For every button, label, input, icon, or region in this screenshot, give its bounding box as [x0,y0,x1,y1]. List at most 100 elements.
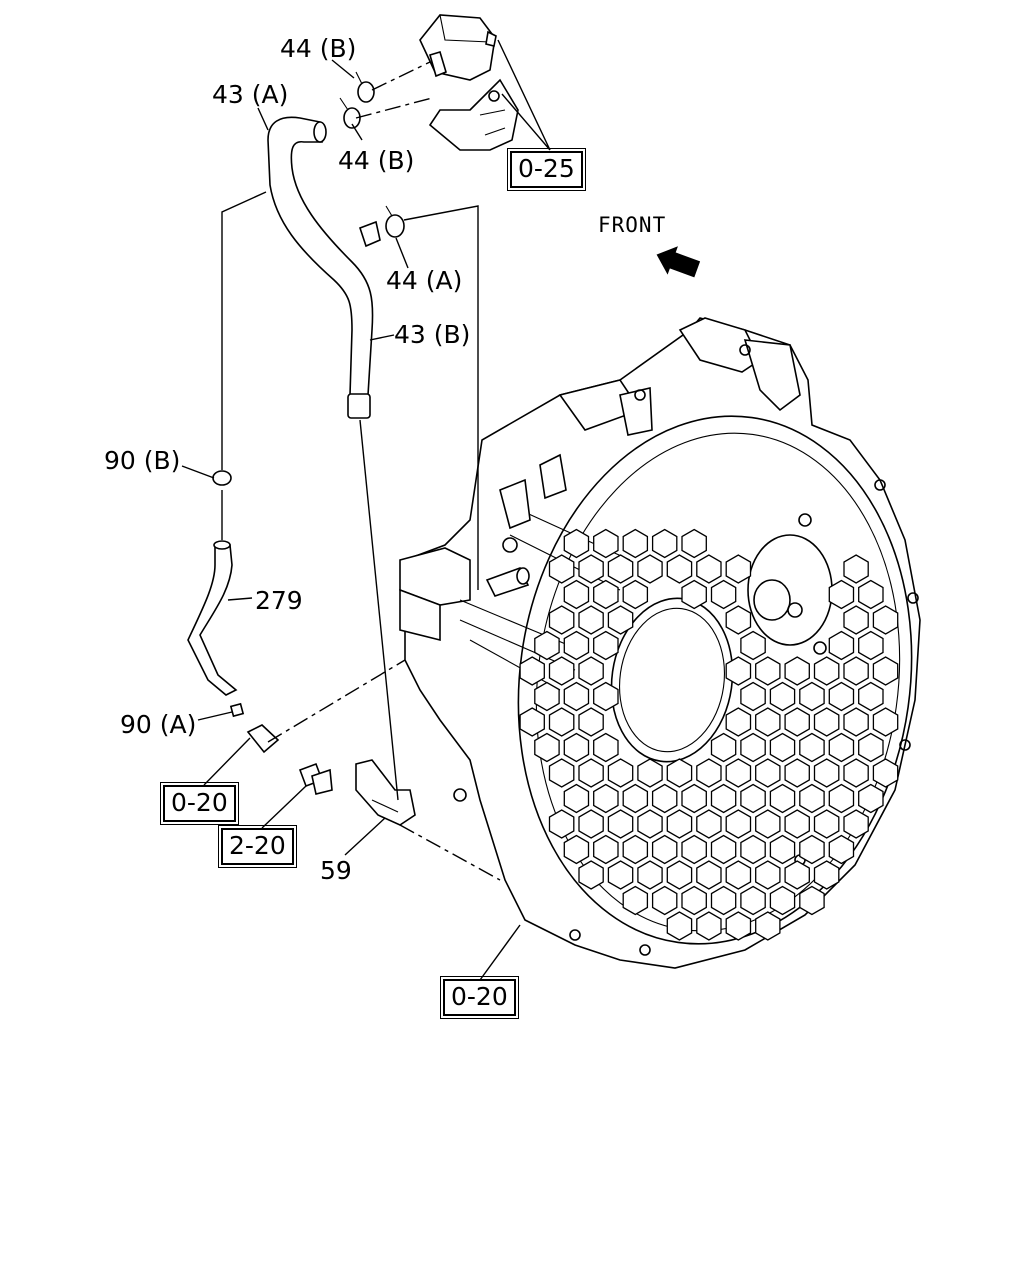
grill-cell [813,758,840,788]
reference-box-0-20-bottom[interactable]: 0-20 [440,976,519,1019]
grill-cell [651,885,678,916]
grill-cell [799,885,825,916]
grill-cell [651,528,678,559]
grill-cell [681,783,707,814]
grill-cell [534,732,560,763]
grill-cell [710,834,737,865]
label-44b-mid: 44 (B) [338,146,415,175]
grill-cell [666,860,693,890]
grill-cell [563,834,590,865]
grill-cell [828,783,855,814]
grill-cell [578,605,604,635]
grill-cell [637,758,663,788]
grill-cell [725,656,752,686]
label-43a: 43 (A) [212,80,289,109]
grill-cell [755,656,781,686]
grill-cell [740,681,766,712]
grill-cell [710,783,737,814]
grill-cell [740,885,766,916]
grill-cell [858,732,884,763]
grill-cell [578,707,604,737]
grill-cell [548,605,575,635]
grill-cell [519,707,545,737]
grill-cell [755,809,781,839]
grill-cell [563,783,590,814]
grill-cell [813,860,840,890]
grill-cell [725,707,752,737]
grill-cell [710,579,737,610]
grill-cell [872,707,899,737]
grill-cell [769,732,796,763]
grill-cell [593,630,619,661]
grill-cell [813,809,840,839]
grill-cell [578,860,604,890]
grill-cell [843,758,869,788]
label-44a: 44 (A) [386,266,463,295]
grill-cell [843,707,869,737]
grill-cell [725,605,752,635]
grill-cell [593,528,619,559]
front-arrow-icon [656,246,701,278]
grill-cell [563,732,590,763]
grill-cell [696,554,722,584]
grill-cell [666,758,693,788]
label-43b: 43 (B) [394,320,471,349]
grill-cell [681,885,707,916]
grill-cell [607,809,634,839]
grill-cell [666,554,693,584]
grill-cell [725,860,752,890]
bracket-59 [355,759,416,826]
grill-cell [755,758,781,788]
grill-cell [725,758,752,788]
grill-cell [843,554,869,584]
reference-box-0-20-left[interactable]: 0-20 [160,782,239,825]
oil-separator-canister [419,14,519,151]
grill-cell [548,809,575,839]
grill-cell [784,860,810,890]
grill-cell [858,681,884,712]
grill-cell [578,758,604,788]
grill-cell [813,656,840,686]
grill-cell [548,656,575,686]
grill-cell [843,605,869,635]
grill-cell [696,860,722,890]
grill-cell [578,554,604,584]
grill-cell [534,681,560,712]
label-44b-top: 44 (B) [280,34,357,63]
grill-cell [769,834,796,865]
grill-cell [828,732,855,763]
grill-cell [681,834,707,865]
grill-cell [799,732,825,763]
grill-cell [755,707,781,737]
grill-cell [710,885,737,916]
grill-cell [740,630,766,661]
grill-cell [696,911,722,941]
assembly-lines [181,39,551,981]
grill-cell [725,809,752,839]
grill-cell [563,630,590,661]
grill-cell [755,911,781,941]
grill-cell [622,783,649,814]
grill-cell [519,656,545,686]
label-279: 279 [255,586,303,615]
grill-cell [696,758,722,788]
grill-cell [681,579,707,610]
grill-cell [769,681,796,712]
grill-cell [784,707,810,737]
grill-cell [858,783,884,814]
grill-cell [872,605,899,635]
reference-box-2-20[interactable]: 2-20 [218,825,297,868]
grill-cell [563,579,590,610]
grill-cell [740,834,766,865]
grill-cell [548,554,575,584]
grill-cell [843,809,869,839]
grill-cell [593,834,619,865]
grill-cell [769,885,796,916]
grill-cell [710,732,737,763]
grill-cell [858,630,884,661]
reference-box-0-25[interactable]: 0-25 [507,148,586,191]
grill-cell [784,809,810,839]
grill-cell [651,783,678,814]
grill-cell [858,579,884,610]
grill-cell [725,911,752,941]
